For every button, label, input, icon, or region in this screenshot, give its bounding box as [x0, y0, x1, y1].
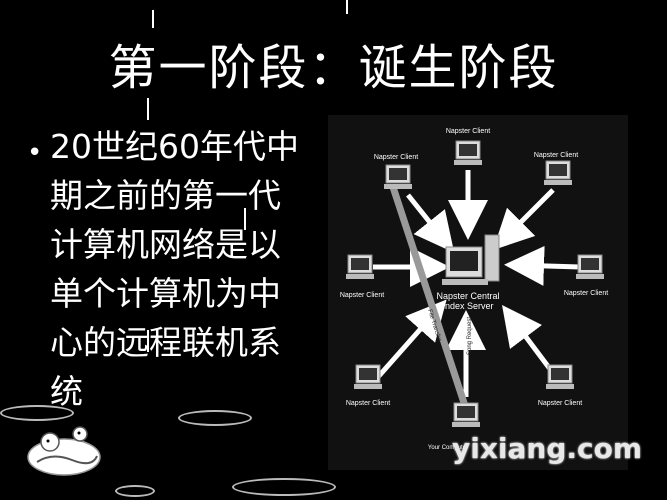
computer-icon — [543, 160, 573, 186]
decor-tick-1 — [152, 10, 154, 28]
arrow-right — [504, 245, 581, 286]
decor-ring-3 — [232, 478, 336, 496]
your-computer-label: Your Computer — [428, 445, 468, 451]
client-label-bottom-right: Napster Client — [538, 400, 582, 407]
decor-tick-4 — [244, 208, 246, 230]
decor-tick-2 — [346, 0, 348, 14]
decor-ring-1 — [0, 405, 74, 421]
server-label-2: Index Server — [442, 301, 493, 311]
bullet-text: 20世纪60年代中期之前的第一代计算机网络是以单个计算机为中心的远程联机系统 — [50, 127, 299, 411]
client-label-left: Napster Client — [340, 292, 384, 299]
computer-icon — [453, 140, 483, 166]
computer-icon — [345, 254, 375, 280]
watermark: yixiang.com — [452, 432, 643, 465]
decor-ring-2 — [178, 410, 252, 426]
decor-tick-3 — [147, 98, 149, 120]
client-label-bottom-left: Napster Client — [346, 400, 390, 407]
cartoon-figure-icon — [27, 426, 101, 476]
arrow-bottom-right — [502, 305, 555, 375]
decor-ring-4 — [115, 485, 155, 497]
slide-title: 第一阶段：诞生阶段 — [108, 40, 559, 96]
client-label-top-right: Napster Client — [534, 152, 578, 159]
decor-tick-5 — [147, 330, 149, 352]
arrow-bottom-left — [376, 299, 447, 379]
computer-icon — [383, 164, 413, 190]
computer-icon — [353, 364, 383, 390]
file-transfer-line — [389, 185, 472, 417]
server-label-1: Napster Central — [436, 291, 499, 301]
server-icon — [442, 234, 500, 285]
song-request-label: Song Request — [467, 317, 473, 355]
computer-icon — [575, 254, 605, 280]
client-label-right: Napster Client — [564, 290, 608, 297]
computer-icon — [545, 364, 575, 390]
client-label-top-left: Napster Client — [374, 154, 418, 161]
client-label-top: Napster Client — [446, 128, 490, 135]
computer-icon — [451, 402, 481, 428]
bullet-marker: • — [27, 138, 43, 168]
napster-diagram: Napster Central Index Server Napster Cli… — [328, 115, 628, 470]
arrow-top-left — [406, 193, 455, 253]
arrow-top-right — [492, 188, 555, 251]
